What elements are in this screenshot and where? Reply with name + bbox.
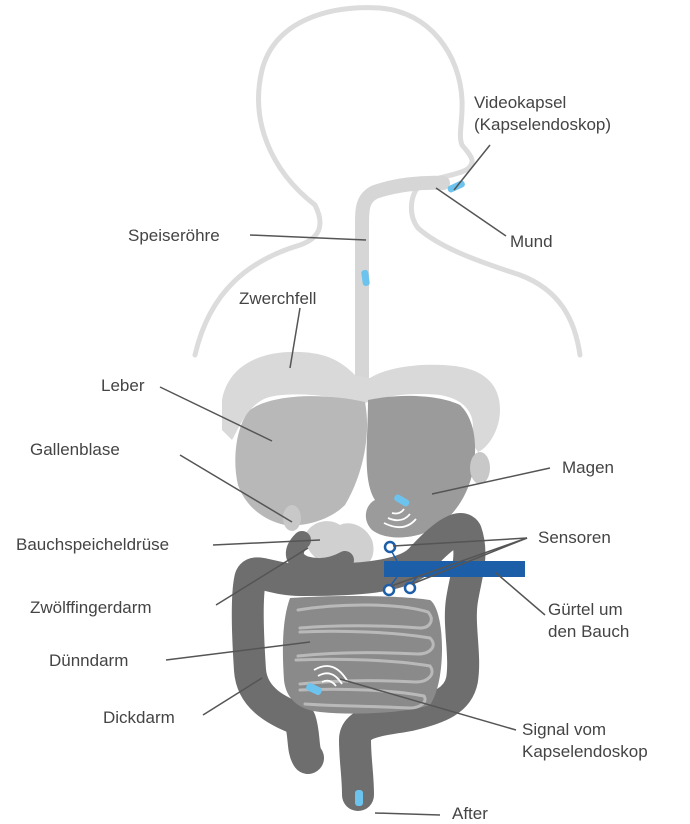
anus-capsule	[355, 790, 363, 806]
label-signal-line2: Kapselendoskop	[522, 742, 648, 762]
label-gallenblase: Gallenblase	[30, 440, 120, 460]
label-zwerchfell: Zwerchfell	[239, 289, 316, 309]
label-after: After	[452, 804, 488, 824]
label-bauchspeicheldruese: Bauchspeicheldrüse	[16, 535, 169, 555]
liver	[235, 396, 367, 525]
label-zwoelffingerdarm: Zwölffingerdarm	[30, 598, 152, 618]
stomach-fundus	[470, 452, 490, 484]
label-guertel-line1: Gürtel um	[548, 600, 623, 620]
label-mund: Mund	[510, 232, 553, 252]
label-guertel-line2: den Bauch	[548, 622, 629, 642]
label-leber: Leber	[101, 376, 144, 396]
label-sensoren: Sensoren	[538, 528, 611, 548]
label-videokapsel-line2: (Kapselendoskop)	[474, 115, 611, 135]
label-videokapsel-line1: Videokapsel	[474, 93, 566, 113]
label-magen: Magen	[562, 458, 614, 478]
label-dickdarm: Dickdarm	[103, 708, 175, 728]
label-speiseroehre: Speiseröhre	[128, 226, 220, 246]
esophagus	[362, 183, 443, 380]
label-signal-line1: Signal vom	[522, 720, 606, 740]
label-duenndarm: Dünndarm	[49, 651, 128, 671]
